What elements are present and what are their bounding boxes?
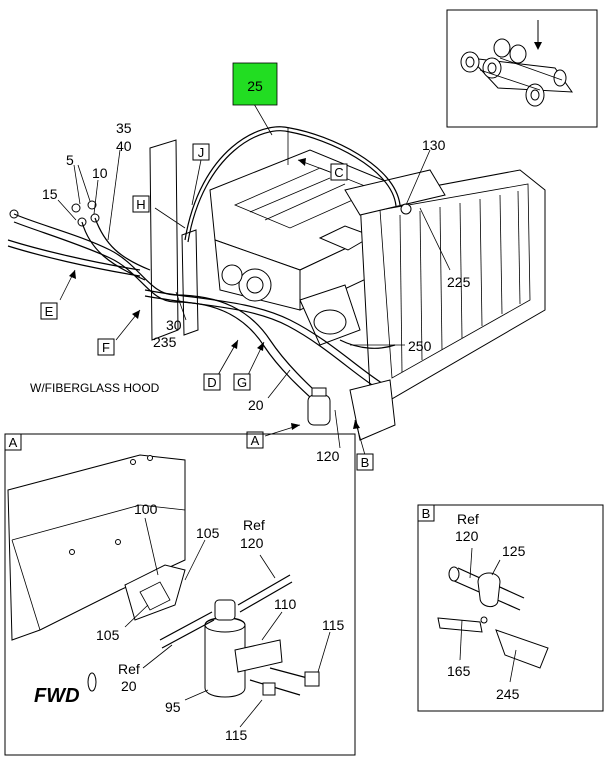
callout-125: 125 — [502, 543, 526, 559]
box-E: E — [40, 302, 58, 320]
highlight-callout-25 — [232, 62, 278, 106]
receiver-drier — [307, 394, 331, 426]
detail-a-panel: A FWD — [4, 433, 356, 756]
callout-25: 25 — [247, 78, 263, 94]
ref-number: 120 — [455, 528, 479, 544]
ref-120-number: 120 — [240, 535, 264, 551]
detail-b-tag: B — [422, 506, 431, 521]
hood-note: W/FIBERGLASS HOOD — [30, 381, 160, 395]
callout-165: 165 — [447, 663, 471, 679]
callout-245: 245 — [496, 686, 520, 702]
callout-100: 100 — [134, 501, 158, 517]
svg-text:F: F — [102, 340, 110, 355]
svg-text:G: G — [237, 375, 247, 390]
callout-105-lower: 105 — [96, 627, 120, 643]
detail-b-panel: B Ref 120 125 165 245 — [417, 504, 604, 712]
fwd-arrow-icon — [87, 672, 97, 692]
ref-120-label: Ref — [243, 517, 265, 533]
svg-text:J: J — [198, 145, 205, 160]
svg-text:B: B — [361, 455, 370, 470]
svg-text:E: E — [45, 304, 54, 319]
box-B: B — [356, 453, 374, 471]
svg-text:D: D — [207, 375, 216, 390]
fwd-label: FWD — [34, 685, 80, 707]
callout-115-right: 115 — [322, 617, 345, 633]
callout-105-upper: 105 — [196, 525, 220, 541]
ref-label: Ref — [457, 511, 479, 527]
svg-text:H: H — [136, 197, 145, 212]
engine-assembly-illustration — [7, 126, 546, 441]
ref-20-number: 20 — [121, 678, 137, 694]
callout-120: 120 — [316, 448, 340, 464]
callout-20: 20 — [248, 397, 264, 413]
callout-15: 15 — [42, 186, 58, 202]
box-G: G — [233, 373, 251, 391]
box-F: F — [97, 338, 115, 356]
box-H: H — [132, 195, 150, 213]
callout-250: 250 — [408, 338, 432, 354]
box-C: C — [330, 163, 348, 181]
callout-225: 225 — [447, 274, 471, 290]
chassis-icon — [460, 38, 574, 107]
callout-110: 110 — [274, 596, 297, 612]
box-D: D — [203, 373, 221, 391]
fitting-icons — [9, 200, 412, 227]
callout-5: 5 — [66, 152, 74, 168]
callout-10: 10 — [92, 165, 108, 181]
callout-130: 130 — [422, 137, 446, 153]
detail-a-tag: A — [9, 435, 18, 450]
callout-35: 35 — [116, 120, 132, 136]
svg-text:C: C — [334, 165, 343, 180]
box-J: J — [192, 143, 210, 161]
chassis-locator-inset — [446, 9, 598, 128]
callout-115-bottom: 115 — [225, 727, 248, 743]
svg-text:A: A — [251, 433, 260, 448]
callout-30: 30 — [166, 317, 182, 333]
callout-235: 235 — [153, 334, 177, 350]
callout-40: 40 — [116, 138, 132, 154]
callout-95: 95 — [165, 699, 181, 715]
box-A: A — [246, 431, 264, 449]
clamp-125 — [477, 572, 501, 607]
ref-20-label: Ref — [118, 661, 140, 677]
